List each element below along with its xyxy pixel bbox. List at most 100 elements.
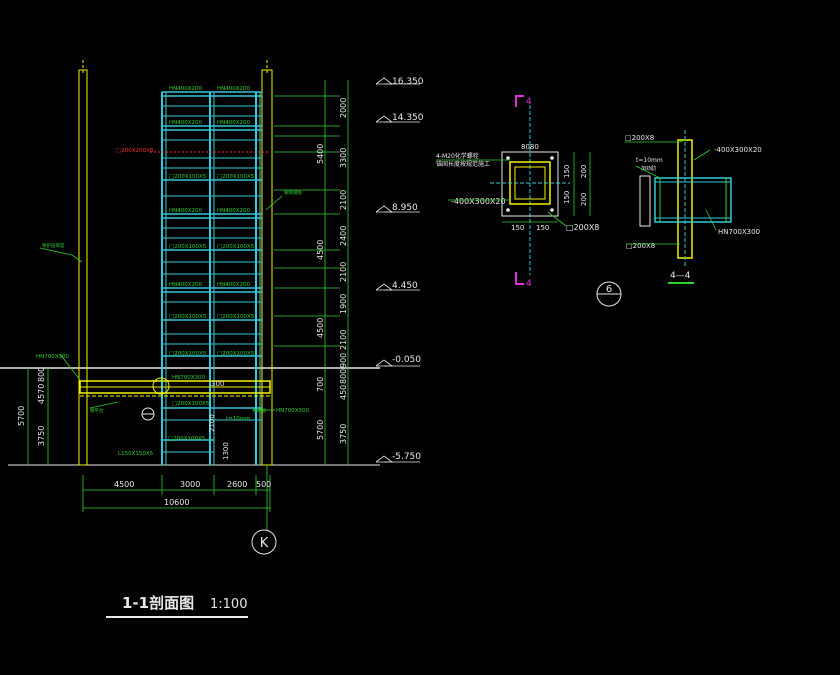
svg-text:150: 150 xyxy=(511,224,524,232)
detail-a-note2: 锚固长度按规范施工 xyxy=(436,160,490,168)
label-sq-low: □200X100X5 xyxy=(172,401,210,407)
leader-lines xyxy=(39,95,340,411)
svg-text:800: 800 xyxy=(339,369,348,384)
svg-text:3750: 3750 xyxy=(37,426,46,446)
svg-text:3750: 3750 xyxy=(339,424,348,444)
total-dimension: 10600 xyxy=(164,498,189,507)
section-mark-top xyxy=(515,95,524,107)
label-ss3-r: □200X100X5 xyxy=(217,314,255,320)
elevation-5: -0.050 xyxy=(392,355,421,365)
detail-b-beam-label: HN700X300 xyxy=(718,228,760,236)
label-beam4-l: HN400X200 xyxy=(169,282,203,288)
detail-b-caption: 4—4 xyxy=(670,271,691,281)
label-beam3-r: HN400X200 xyxy=(217,208,251,214)
svg-text:200: 200 xyxy=(580,193,588,206)
svg-text:2100: 2100 xyxy=(339,190,348,210)
right-dim-lines xyxy=(324,80,349,465)
label-sq-low2: □200X100X5 xyxy=(168,436,206,442)
svg-text:150: 150 xyxy=(536,224,549,232)
svg-text:2000: 2000 xyxy=(339,98,348,118)
svg-text:加劲板: 加劲板 xyxy=(253,407,267,414)
label-ss3-l: □200X100X5 xyxy=(169,314,207,320)
label-angle: L150X150X5 xyxy=(118,451,154,457)
frame-labels: HN400X200 HN400X200 HN400X200 HN400X200 … xyxy=(36,86,310,460)
left-dims: 5700 3750 4570 800 xyxy=(17,367,46,446)
label-top-beam-r: HN400X200 xyxy=(217,86,251,92)
svg-text:钢平台: 钢平台 xyxy=(90,407,104,414)
svg-text:1900: 1900 xyxy=(339,294,348,314)
label-plate: t=10mm xyxy=(226,416,250,422)
svg-text:4570: 4570 xyxy=(37,384,46,404)
elevation-markers: 16.350 14.350 8.950 4.450 -0.050 -5.750 xyxy=(375,77,424,463)
svg-text:2100: 2100 xyxy=(339,330,348,350)
label-ss1-r: □200X100X5 xyxy=(217,174,255,180)
detail-a-plate: -400X300X20 xyxy=(451,197,506,206)
axis-bubble xyxy=(251,529,277,555)
label-beam2-l: HN400X200 xyxy=(169,120,203,126)
frame-beams xyxy=(162,91,262,441)
drawing-title: 1-1剖面图 xyxy=(122,594,194,612)
label-beam4-r: HN400X200 xyxy=(217,282,251,288)
label-left-tag: □200X200X8 xyxy=(116,148,154,154)
svg-text:4500: 4500 xyxy=(114,480,134,489)
elevation-4: 4.450 xyxy=(392,281,418,291)
label-ss4-r: □200X100X5 xyxy=(217,351,255,357)
connection-circle xyxy=(152,377,170,395)
svg-text:2100: 2100 xyxy=(339,262,348,282)
bottom-dim-lines xyxy=(82,465,271,530)
svg-text:450: 450 xyxy=(339,385,348,400)
label-hn700: HN700X300 xyxy=(172,375,206,381)
right-wall xyxy=(261,69,273,466)
svg-text:3300: 3300 xyxy=(339,148,348,168)
label-ss2-l: □200X100X5 xyxy=(169,244,207,250)
detail-a-dim-top: 8080 xyxy=(521,143,539,151)
elevation-2: 14.350 xyxy=(392,113,424,123)
svg-text:200: 200 xyxy=(580,165,588,178)
svg-text:5700: 5700 xyxy=(17,406,26,426)
label-dim1300: 1300 xyxy=(222,442,230,460)
left-dim-lines xyxy=(27,368,49,465)
detail-b-tube-top: □200X8 xyxy=(625,134,654,142)
elevation-6: -5.750 xyxy=(392,452,421,462)
svg-text:5700: 5700 xyxy=(316,420,325,440)
detail-b-plate xyxy=(639,175,651,227)
bottom-dims: 4500 3000 2600 500 10600 xyxy=(114,480,271,507)
label-beam2-r: HN400X200 xyxy=(217,120,251,126)
section-mark-bottom xyxy=(515,272,524,285)
svg-text:4500: 4500 xyxy=(316,318,325,338)
svg-text:2400: 2400 xyxy=(339,226,348,246)
svg-text:4: 4 xyxy=(526,97,532,107)
svg-text:900: 900 xyxy=(339,353,348,368)
base-plate xyxy=(501,151,559,217)
detail-marker-number: 6 xyxy=(606,284,612,295)
svg-text:150: 150 xyxy=(563,165,571,178)
detail-b-plate-label: -400X300X20 xyxy=(714,146,762,154)
label-ss1-l: □200X100X5 xyxy=(169,174,207,180)
svg-text:500: 500 xyxy=(256,480,271,489)
svg-text:4500: 4500 xyxy=(316,240,325,260)
detail-b-tube-bot: □200X8 xyxy=(626,242,655,250)
axis-label: K xyxy=(260,536,269,551)
detail-section-4-4: □200X8 -400X300X20 t=10mm 加劲肋 HN700X300 … xyxy=(625,130,762,284)
detail-b-beam xyxy=(654,177,732,223)
detail-a-tube: □200X8 xyxy=(566,223,599,232)
svg-text:4: 4 xyxy=(526,279,532,289)
svg-text:800: 800 xyxy=(37,367,46,382)
label-dim2100: 2100 xyxy=(208,414,216,432)
detail-b-stiffener-note: 加劲肋 xyxy=(641,165,656,172)
label-right-hn: HN700X300 xyxy=(276,408,310,414)
elevation-1: 16.350 xyxy=(392,77,424,87)
svg-text:钢梯踏板: 钢梯踏板 xyxy=(284,189,302,196)
label-dim300: 300 xyxy=(211,380,224,388)
label-beam3-l: HN400X200 xyxy=(169,208,203,214)
label-ss4-l: □200X100X5 xyxy=(169,351,207,357)
svg-text:700: 700 xyxy=(316,377,325,392)
label-left-hn: HN700X300 xyxy=(36,354,70,360)
drawing-scale: 1:100 xyxy=(210,597,247,612)
stair-ticks xyxy=(162,105,262,453)
svg-text:保护层厚度: 保护层厚度 xyxy=(42,242,65,249)
left-wall xyxy=(78,69,88,466)
svg-text:2600: 2600 xyxy=(227,480,247,489)
elevation-3: 8.950 xyxy=(392,203,418,213)
